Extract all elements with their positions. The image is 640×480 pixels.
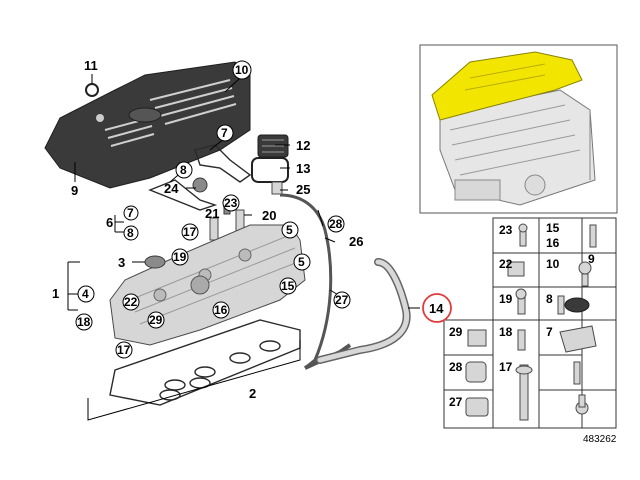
callout-27: 27 [335, 293, 349, 307]
grid-19: 19 [499, 292, 513, 306]
callout-12: 12 [296, 138, 310, 153]
callout-9: 9 [71, 183, 78, 198]
callout-20: 20 [262, 208, 276, 223]
callout-15: 15 [281, 279, 295, 293]
seal-13-part [251, 157, 289, 183]
callout-23: 23 [224, 196, 238, 210]
callout-2: 2 [249, 386, 256, 401]
grid-28: 28 [449, 360, 463, 374]
grid-17: 17 [499, 360, 513, 374]
engine-cover-part [44, 61, 251, 189]
callout-8a: 8 [180, 163, 187, 177]
grid-7: 7 [546, 325, 553, 339]
grid-8: 8 [546, 292, 553, 306]
callout-29: 29 [149, 313, 163, 327]
grid-27: 27 [449, 395, 463, 409]
callout-1: 1 [52, 286, 59, 301]
callout-10: 10 [235, 63, 249, 77]
plug-24-part [192, 177, 208, 193]
callout-5b: 5 [298, 255, 305, 269]
engine-block-illustration [439, 89, 596, 206]
grid-29: 29 [449, 325, 463, 339]
callout-7a: 7 [221, 126, 228, 140]
grid-22: 22 [499, 257, 513, 271]
callout-16: 16 [214, 303, 228, 317]
callout-14-ring [422, 293, 452, 323]
cylinder-head-cover-part [109, 224, 306, 346]
grid-labels: 23 15 16 22 10 9 19 8 29 18 7 28 17 27 [449, 221, 595, 409]
callout-24: 24 [164, 181, 179, 196]
callout-21: 21 [205, 206, 219, 221]
bracket-12-part [257, 134, 289, 158]
callout-3: 3 [118, 255, 125, 270]
parts-grid [443, 217, 617, 429]
engine-cover-highlight [431, 51, 583, 121]
callout-19: 19 [173, 250, 187, 264]
callout-11: 11 [84, 58, 98, 73]
callout-6: 6 [106, 215, 113, 230]
retaining-ring-part [85, 83, 99, 97]
callout-13: 13 [296, 161, 310, 176]
callout-22: 22 [124, 295, 138, 309]
callout-25: 25 [296, 182, 310, 197]
callout-26: 26 [349, 234, 363, 249]
valve-25-part [271, 181, 283, 195]
callout-5a: 5 [286, 223, 293, 237]
grid-15: 15 [546, 221, 560, 235]
diagram-number: 483262 [583, 434, 617, 445]
grid-16: 16 [546, 236, 560, 250]
callout-8b: 8 [127, 226, 134, 240]
callout-14: 14 [429, 301, 444, 316]
grid-9: 9 [588, 252, 595, 266]
grid-18: 18 [499, 325, 513, 339]
callout-17b: 17 [117, 343, 131, 357]
grid-23: 23 [499, 223, 513, 237]
callout-labels: 11 10 9 7 12 13 8 24 25 6 7 8 21 23 20 2… [52, 58, 452, 401]
leader-lines [67, 74, 420, 311]
grid-part-icons [465, 223, 597, 421]
callout-28: 28 [329, 217, 343, 231]
engine-inset [419, 44, 618, 214]
callout-4a: 4 [82, 287, 89, 301]
grid-10: 10 [546, 257, 560, 271]
callout-7b: 7 [127, 206, 134, 220]
callout-18: 18 [77, 315, 91, 329]
vent-pipe-14-part [316, 258, 411, 364]
bracket-7-8-part [148, 144, 252, 211]
callout-17a: 17 [183, 225, 197, 239]
seal-3-part [144, 255, 166, 269]
